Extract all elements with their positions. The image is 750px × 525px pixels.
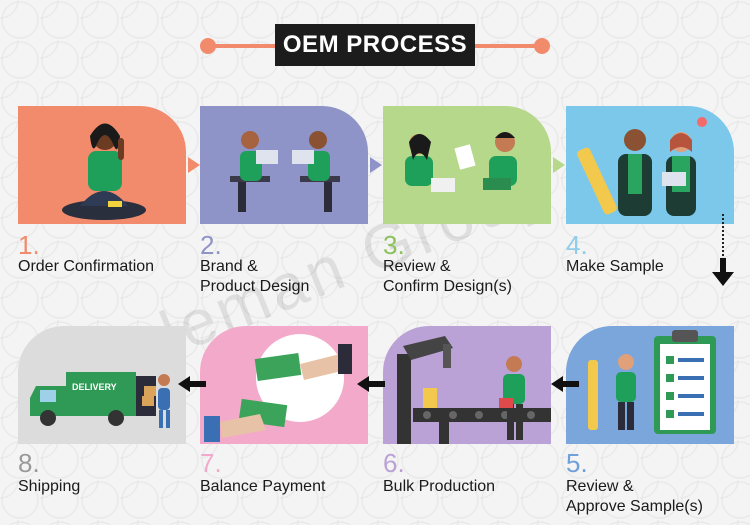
designers-icon <box>230 131 340 212</box>
truck-text: DELIVERY <box>72 382 117 392</box>
page-title: OEM PROCESS <box>275 24 475 66</box>
arrow-2-3 <box>370 157 382 173</box>
step-5-number: 5. <box>566 448 588 478</box>
down-arrow-icon <box>712 258 734 286</box>
title-banner: OEM PROCESS <box>200 22 550 68</box>
step-8-card: DELIVERY <box>18 326 186 444</box>
step-1-label: Order Confirmation <box>18 258 155 275</box>
sample-icon <box>577 117 707 216</box>
step-6-card <box>383 326 551 444</box>
title-dot-left <box>200 38 216 54</box>
step-5-label: Review &Approve Sample(s) <box>566 478 703 515</box>
step-1-card <box>18 106 186 224</box>
arrow-1-2 <box>188 157 200 173</box>
step-4-label: Make Sample <box>566 258 664 275</box>
step-6-label: Bulk Production <box>383 478 496 495</box>
left-arrow-6-7-icon <box>357 376 385 392</box>
step-1-number: 1. <box>18 230 40 260</box>
person-phone-icon <box>62 123 146 220</box>
step-7-label: Balance Payment <box>200 478 326 495</box>
step-3-number: 3. <box>383 230 405 260</box>
step-3-label: Review &Confirm Design(s) <box>383 258 512 295</box>
step-6-number: 6. <box>383 448 405 478</box>
step-2-card <box>200 106 368 224</box>
step-7-card <box>200 326 368 444</box>
review-icon <box>405 132 517 192</box>
step-8-number: 8. <box>18 448 40 478</box>
truck-icon: DELIVERY <box>30 372 170 428</box>
arrow-3-4 <box>553 157 565 173</box>
step-7-number: 7. <box>200 448 222 478</box>
factory-icon <box>397 336 551 444</box>
left-arrow-7-8-icon <box>178 376 206 392</box>
payment-icon <box>204 334 352 442</box>
step-4-card <box>566 106 734 224</box>
step-2-number: 2. <box>200 230 222 260</box>
step-3-card <box>383 106 551 224</box>
checklist-icon <box>588 330 716 434</box>
step-4-number: 4. <box>566 230 588 260</box>
step-8-label: Shipping <box>18 478 81 495</box>
title-line-left <box>214 44 284 48</box>
step-5-card <box>566 326 734 444</box>
step-2-label: Brand &Product Design <box>200 258 310 295</box>
title-line-right <box>466 44 536 48</box>
connector-4-5 <box>722 214 724 260</box>
left-arrow-5-6-icon <box>551 376 579 392</box>
title-dot-right <box>534 38 550 54</box>
